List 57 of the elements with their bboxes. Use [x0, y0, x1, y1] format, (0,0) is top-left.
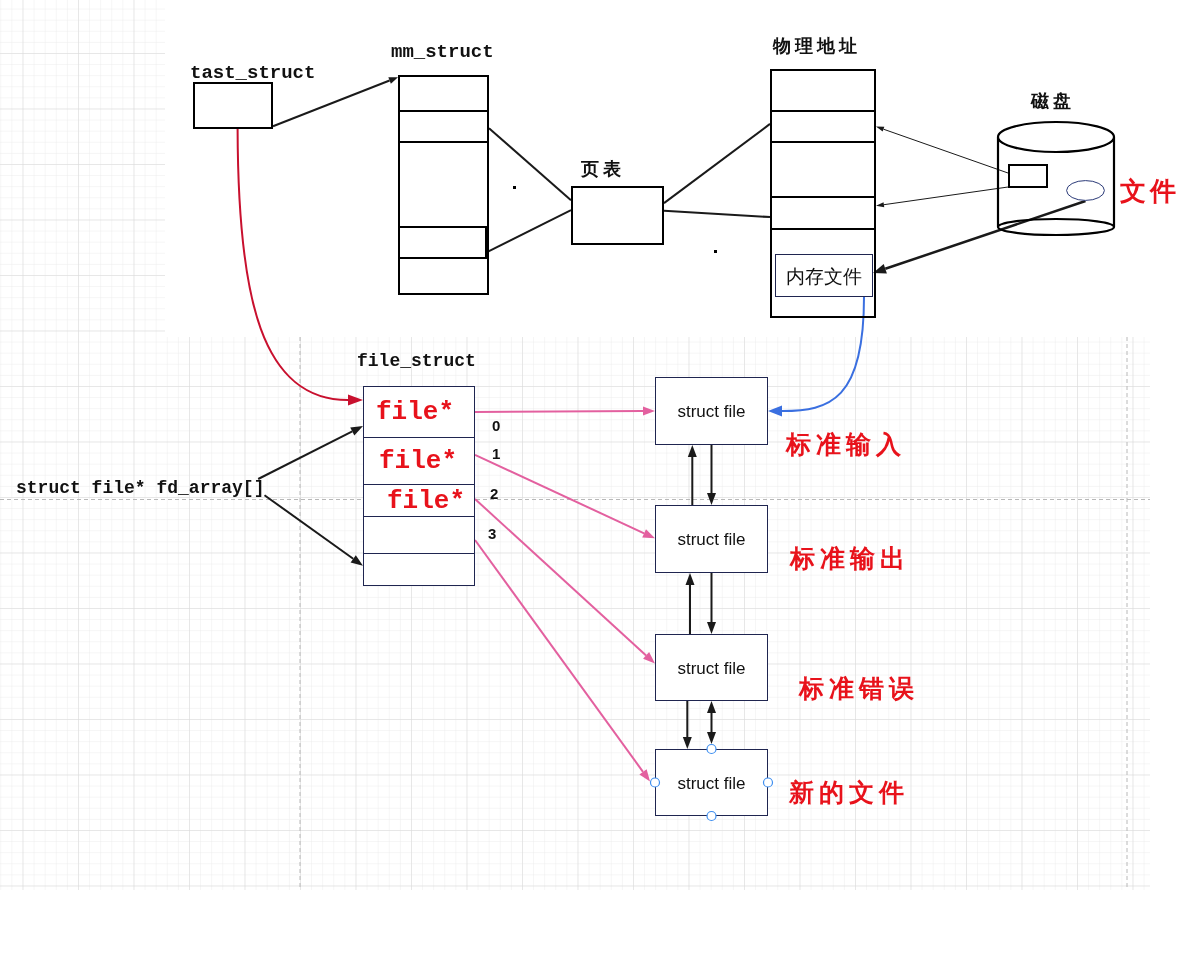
- pointer-label: file*: [376, 399, 454, 425]
- side-label: 标准错误: [799, 676, 919, 701]
- struct-label: struct file: [677, 402, 746, 420]
- heading: tast_struct: [190, 64, 316, 83]
- arrow: [474, 406, 655, 416]
- side-label: 标准输入: [786, 432, 906, 457]
- table-row: [398, 110, 489, 143]
- table-row: [364, 387, 474, 437]
- arrow: [272, 77, 398, 128]
- arrow: [257, 426, 363, 480]
- arrow: [707, 444, 716, 505]
- arrow: [685, 573, 695, 635]
- pointer-label: file*: [387, 487, 465, 514]
- arrow: [236, 128, 363, 406]
- heading: 页表: [581, 160, 625, 178]
- arrow: [707, 572, 716, 634]
- heading: 物理地址: [773, 37, 861, 55]
- table-row: [364, 437, 474, 484]
- table-row: [364, 484, 474, 516]
- arrow: [768, 296, 865, 417]
- arrow: [876, 186, 1009, 208]
- heading: file_struct: [357, 352, 476, 370]
- side-label: 标准输出: [790, 546, 910, 571]
- side-label: 新的文件: [789, 780, 909, 805]
- table-row: [364, 553, 474, 585]
- file-label: 内存文件: [786, 266, 862, 285]
- connector-line: [663, 209, 771, 219]
- table-row: [770, 196, 876, 230]
- edge-label: 2: [490, 486, 499, 501]
- code-label: struct file* fd_array[]: [16, 479, 265, 497]
- struct-label: struct file: [677, 659, 746, 676]
- struct-label: struct file: [677, 774, 746, 791]
- heading: mm_struct: [391, 43, 494, 62]
- table-row: [770, 110, 876, 143]
- data-block: [1008, 164, 1048, 188]
- table-row: [364, 516, 474, 553]
- file-box: [775, 254, 873, 297]
- arrow: [875, 126, 1009, 174]
- heading: 磁盘: [1031, 92, 1075, 110]
- arrow: [474, 453, 655, 539]
- arrow: [474, 539, 651, 782]
- arrow: [707, 701, 716, 744]
- struct-label: struct file: [677, 530, 746, 548]
- arrow: [873, 199, 1086, 274]
- arrow: [682, 700, 692, 749]
- edge-label: 1: [492, 446, 501, 461]
- pointer-label: file*: [379, 448, 457, 474]
- connector-line: [486, 209, 572, 254]
- connector-line: [663, 122, 771, 205]
- arrow: [687, 445, 697, 506]
- edge-label: 3: [488, 526, 497, 541]
- connector-line: [488, 127, 572, 202]
- side-label: 文件: [1120, 178, 1180, 204]
- arrow: [474, 498, 655, 664]
- table-row: [398, 226, 487, 259]
- edge-label: 0: [492, 418, 501, 433]
- arrow: [263, 494, 363, 566]
